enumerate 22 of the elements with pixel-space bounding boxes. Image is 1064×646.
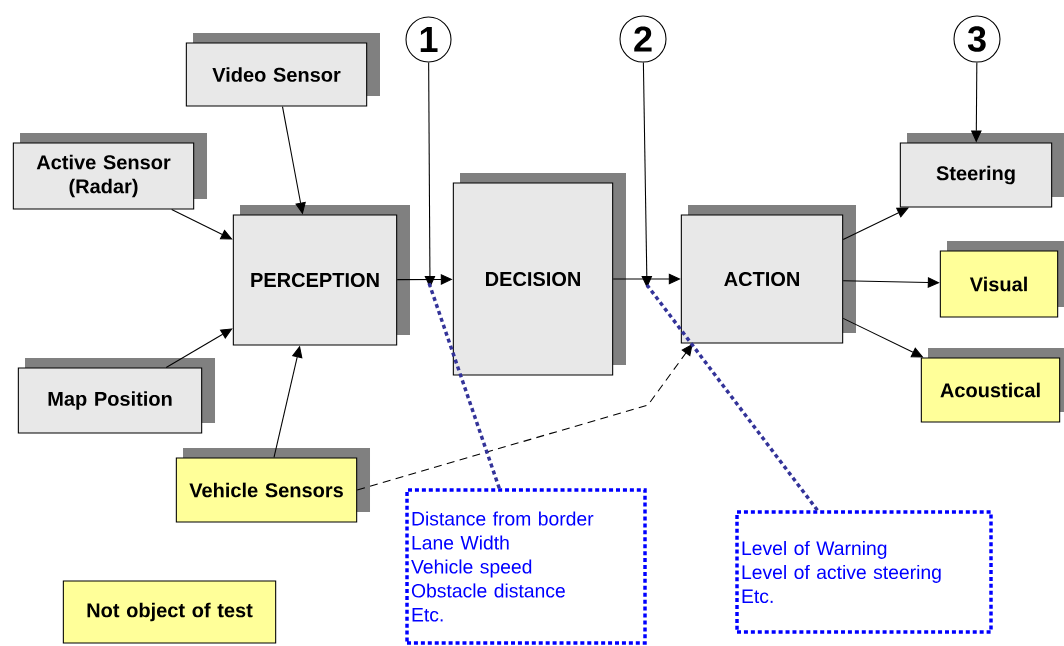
process-box: Active Sensor (Radar): [12, 133, 207, 210]
process-box: DECISION: [452, 173, 626, 376]
arrow: [396, 273, 453, 285]
process-box: Video Sensor: [185, 33, 380, 107]
arrow: [424, 62, 436, 288]
arrow: [842, 277, 940, 288]
key-box: Not object of test: [62, 580, 277, 644]
leader-line: [645, 283, 819, 512]
sensor-box: Vehicle Sensors: [175, 448, 370, 523]
arrow: [612, 273, 681, 285]
arrow: [171, 209, 233, 240]
arrow: [165, 328, 233, 368]
process-box: ACTION: [680, 205, 856, 344]
process-box: Map Position: [17, 358, 215, 434]
sensor-box: Acoustical: [920, 348, 1064, 423]
process-box: PERCEPTION: [232, 205, 410, 346]
note-box: Distance from border Lane Width Vehicle speed Obstacle distance Etc.: [405, 488, 647, 645]
leader-line: [427, 282, 501, 489]
sensor-box: Visual: [939, 241, 1064, 318]
process-box: Steering: [899, 133, 1064, 208]
note-box: Level of Warning Level of active steering Etc.: [735, 510, 993, 634]
arrow: [641, 62, 653, 288]
